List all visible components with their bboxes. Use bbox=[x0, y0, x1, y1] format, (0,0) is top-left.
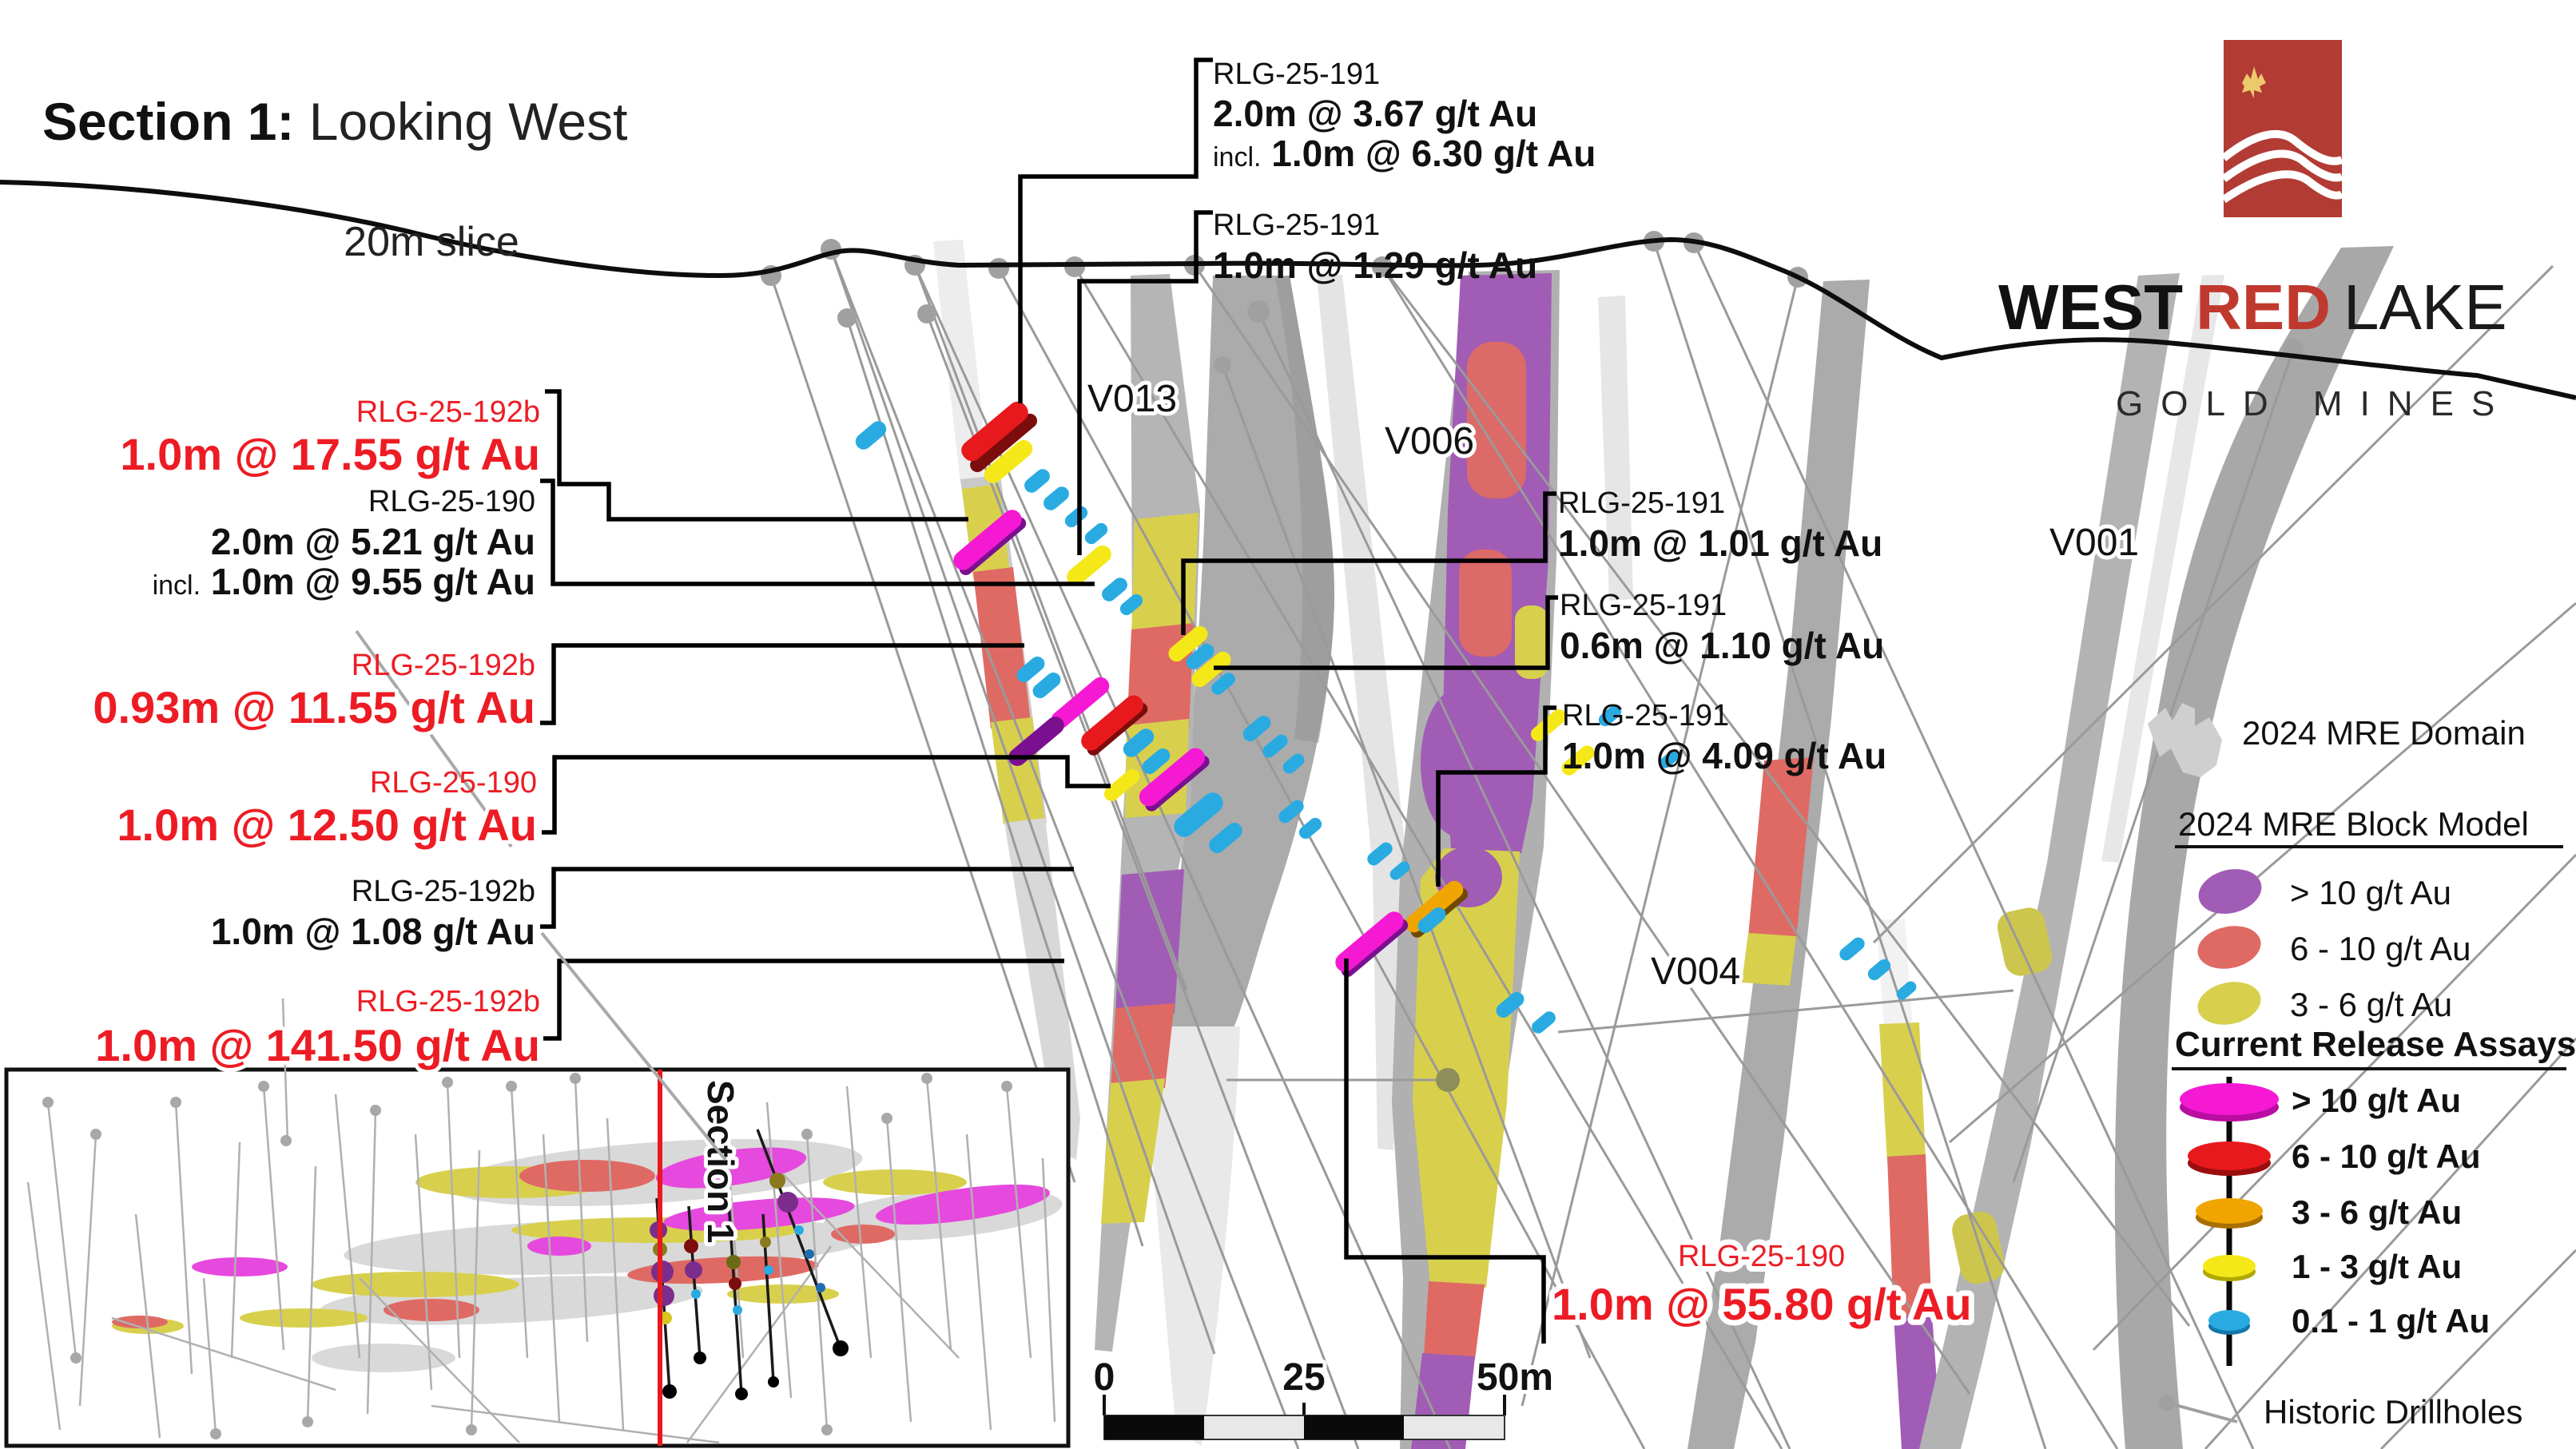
annotation-hole: RLG-25-192b bbox=[352, 875, 535, 908]
annotation-left-141-50: RLG-25-192b 1.0m @ 141.50 g/t Au bbox=[91, 985, 544, 1074]
legend-assays-title: Current Release Assays bbox=[2175, 1025, 2576, 1064]
scale-zero: 0 bbox=[1094, 1356, 1115, 1399]
annotation-hole: RLG-25-190 bbox=[1678, 1240, 1845, 1273]
title-subtitle: 20m slice bbox=[344, 219, 519, 265]
legend-historic-label: Historic Drillholes bbox=[2264, 1393, 2522, 1431]
legend: 2024 MRE Domain 2024 MRE Block Model > 1… bbox=[2148, 703, 2576, 1431]
legend-assay-3-6: 3 - 6 g/t Au bbox=[2292, 1193, 2462, 1231]
annotation-hole: RLG-25-192b bbox=[356, 395, 540, 429]
legend-assay-6-10: 6 - 10 g/t Au bbox=[2292, 1137, 2480, 1175]
vein-name-labels: V013 V006 V004 V001 bbox=[1083, 374, 2143, 997]
annotation-left-17-55: RLG-25-192b 1.0m @ 17.55 g/t Au bbox=[116, 395, 544, 483]
assay-swatch-1-3 bbox=[2203, 1255, 2256, 1281]
annotation-value: 2.0m @ 5.21 g/t Au bbox=[211, 521, 535, 562]
annotation-left-1-08: RLG-25-192b 1.0m @ 1.08 g/t Au bbox=[211, 875, 535, 952]
legend-bm-6-10: 6 - 10 g/t Au bbox=[2290, 930, 2471, 967]
annotation-value: 1.0m @ 141.50 g/t Au bbox=[95, 1020, 540, 1070]
legend-bm-gt10: > 10 g/t Au bbox=[2290, 874, 2451, 911]
annotation-hole: RLG-25-191 bbox=[1560, 589, 1727, 622]
annotation-value: 1.0m @ 4.09 g/t Au bbox=[1562, 735, 1886, 776]
inset-plan-map: Section 1 bbox=[4, 998, 1071, 1448]
annotation-hole: RLG-25-190 bbox=[368, 485, 535, 518]
scale-bar: 0 25 50m bbox=[1090, 1352, 1557, 1440]
annotation-value: 1.0m @ 1.08 g/t Au bbox=[211, 911, 535, 952]
block-model-swatch-6-10 bbox=[2197, 926, 2261, 969]
annotation-top-1: RLG-25-191 2.0m @ 3.67 g/t Au incl. 1.0m… bbox=[1213, 58, 1596, 174]
legend-block-model-title: 2024 MRE Block Model bbox=[2178, 805, 2529, 843]
maple-leaf-icon bbox=[2242, 66, 2266, 98]
assay-swatch-3-6 bbox=[2196, 1198, 2263, 1229]
annotation-value: 1.0m @ 55.80 g/t Au bbox=[1552, 1279, 1972, 1329]
block-model-swatch-gt10 bbox=[2198, 869, 2262, 914]
scale-end: 50m bbox=[1477, 1356, 1553, 1399]
legend-assay-01-1: 0.1 - 1 g/t Au bbox=[2292, 1302, 2490, 1340]
annotation-left-11-55: RLG-25-192b 0.93m @ 11.55 g/t Au bbox=[89, 649, 539, 736]
page-title: Section 1: Looking West bbox=[42, 92, 627, 151]
annotation-value: 1.0m @ 17.55 g/t Au bbox=[120, 429, 540, 479]
scale-mid: 25 bbox=[1282, 1356, 1325, 1399]
annotation-hole: RLG-25-192b bbox=[352, 649, 535, 682]
historic-drillholes-icon bbox=[2159, 1395, 2238, 1423]
assay-swatch-01-1 bbox=[2208, 1310, 2250, 1335]
annotation-hole: RLG-25-192b bbox=[356, 985, 540, 1018]
annotation-value: 2.0m @ 3.67 g/t Au bbox=[1213, 93, 1537, 134]
mre-domain-icon bbox=[2148, 703, 2222, 777]
annotation-hole: RLG-25-191 bbox=[1213, 58, 1380, 91]
annotation-value: 0.93m @ 11.55 g/t Au bbox=[93, 682, 535, 732]
annotation-value: 1.0m @ 1.29 g/t Au bbox=[1213, 244, 1537, 286]
block-model-swatch-3-6 bbox=[2197, 982, 2261, 1025]
legend-assay-gt10: > 10 g/t Au bbox=[2292, 1082, 2461, 1119]
annotation-mid-1-10: RLG-25-191 0.6m @ 1.10 g/t Au bbox=[1560, 589, 1884, 666]
annotation-value: 1.0m @ 12.50 g/t Au bbox=[117, 800, 537, 850]
legend-bm-3-6: 3 - 6 g/t Au bbox=[2290, 986, 2452, 1023]
legend-assay-1-3: 1 - 3 g/t Au bbox=[2292, 1248, 2462, 1285]
historic-drillhole-traces bbox=[761, 231, 2576, 1449]
assay-swatch-6-10 bbox=[2188, 1141, 2271, 1176]
annotation-left-5-21: RLG-25-190 2.0m @ 5.21 g/t Au incl. 1.0m… bbox=[153, 485, 535, 602]
inset-historic-dots bbox=[42, 1052, 1012, 1439]
assay-discs bbox=[855, 401, 1917, 1034]
annotation-hole: RLG-25-191 bbox=[1558, 486, 1725, 520]
annotation-hole: RLG-25-191 bbox=[1562, 699, 1729, 732]
assay-swatch-gt10 bbox=[2180, 1083, 2279, 1121]
annotation-left-12-50: RLG-25-190 1.0m @ 12.50 g/t Au bbox=[113, 766, 541, 854]
label-v001: V001 bbox=[2049, 522, 2139, 564]
label-v004: V004 bbox=[1651, 951, 1740, 993]
inset-historic-lines bbox=[26, 998, 1056, 1444]
label-v013: V013 bbox=[1087, 378, 1177, 420]
leader-lines bbox=[355, 58, 1558, 1344]
legend-domain-label: 2024 MRE Domain bbox=[2242, 714, 2526, 752]
annotation-mid-4-09: RLG-25-191 1.0m @ 4.09 g/t Au bbox=[1562, 699, 1886, 776]
annotation-hole: RLG-25-191 bbox=[1213, 208, 1380, 242]
annotation-value: 1.0m @ 1.01 g/t Au bbox=[1558, 522, 1882, 564]
annotation-feature-55-80: RLG-25-190 1.0m @ 55.80 g/t Au bbox=[1546, 1234, 1978, 1335]
annotation-hole: RLG-25-190 bbox=[370, 766, 537, 800]
label-v006: V006 bbox=[1385, 420, 1474, 462]
logo-subtitle: GOLD MINES bbox=[2116, 384, 2512, 423]
annotation-top-2: RLG-25-191 1.0m @ 1.29 g/t Au bbox=[1213, 208, 1537, 286]
inset-section-label: Section 1 bbox=[700, 1080, 741, 1244]
surface-topography-line bbox=[0, 180, 2576, 400]
annotation-mid-1-01: RLG-25-191 1.0m @ 1.01 g/t Au bbox=[1558, 486, 1882, 564]
inset-current-holes bbox=[650, 1129, 849, 1400]
annotation-incl: incl. 1.0m @ 6.30 g/t Au bbox=[1213, 133, 1596, 174]
title-block: Section 1: Looking West 20m slice bbox=[42, 92, 627, 265]
logo-waves bbox=[2220, 129, 2344, 204]
annotation-value: 0.6m @ 1.10 g/t Au bbox=[1560, 625, 1884, 666]
annotation-incl: incl. 1.0m @ 9.55 g/t Au bbox=[153, 561, 535, 602]
